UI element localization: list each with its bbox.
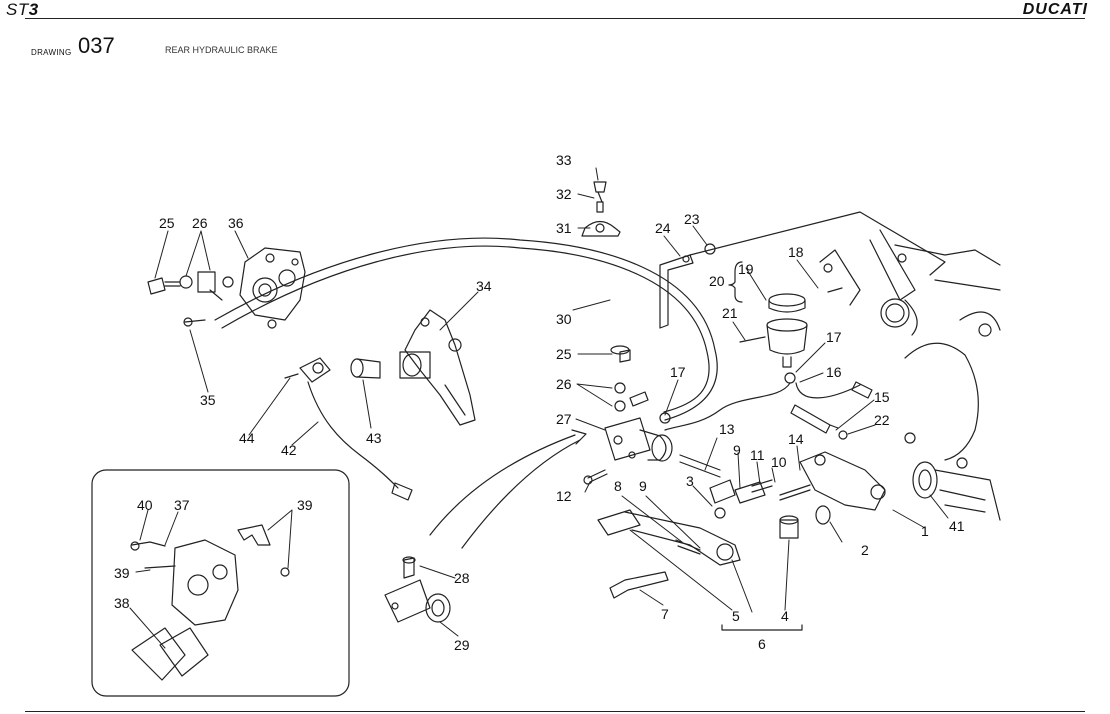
- pivot-bolt-7: [609, 571, 669, 599]
- hose-clamp-31: [581, 181, 621, 237]
- hose-bracket-24: [659, 243, 716, 329]
- caliper-bracket-34: [399, 309, 476, 426]
- callout-35: 35: [200, 392, 216, 408]
- callout-29: 29: [454, 637, 470, 653]
- callout-27: 27: [556, 411, 572, 427]
- frame-outline: [689, 211, 1001, 521]
- drawing-label: DRAWING: [31, 48, 72, 57]
- callout-24: 24: [655, 220, 671, 236]
- callout-26-left: 26: [192, 215, 208, 231]
- callout-1: 1: [921, 523, 929, 539]
- fluid-reservoir: [739, 287, 843, 384]
- callout-10: 10: [771, 454, 787, 470]
- callout-labels: 33 32 31 24 23 18 20 19 21 17 16 15 22 2…: [114, 152, 965, 653]
- model-name: ST3: [6, 0, 39, 19]
- callout-43: 43: [366, 430, 382, 446]
- drawing-number: 037: [78, 33, 115, 58]
- callout-9-top: 9: [733, 442, 741, 458]
- callout-26-mid: 26: [556, 376, 572, 392]
- footrest-bracket: [779, 451, 938, 511]
- callout-33: 33: [556, 152, 572, 168]
- push-rod-13: [679, 454, 721, 478]
- speed-sensor: [284, 357, 413, 501]
- reservoir-hose-16: [664, 382, 861, 431]
- callout-39-right: 39: [297, 497, 313, 513]
- rear-caliper: [147, 247, 306, 329]
- callout-6: 6: [758, 636, 766, 652]
- callout-30: 30: [556, 311, 572, 327]
- callout-12: 12: [556, 488, 572, 504]
- callout-25-left: 25: [159, 215, 175, 231]
- brake-hose-30: [214, 237, 718, 421]
- callout-bubble-arrow: [429, 429, 587, 549]
- callout-8: 8: [614, 478, 622, 494]
- brake-pedal: [597, 509, 741, 566]
- callout-9-bottom: 9: [639, 478, 647, 494]
- callout-20: 20: [709, 273, 725, 289]
- callout-22: 22: [874, 412, 890, 428]
- group-brace-20: [728, 261, 743, 303]
- callout-36: 36: [228, 215, 244, 231]
- callout-5: 5: [732, 608, 740, 624]
- drawing-title: REAR HYDRAULIC BRAKE: [165, 45, 278, 55]
- callout-28: 28: [454, 570, 470, 586]
- bolt-12: [583, 469, 608, 485]
- group-bracket-6: [721, 624, 803, 631]
- callout-11: 11: [750, 447, 765, 463]
- brand-logo: DUCATI: [1022, 1, 1088, 18]
- inset-panel: [91, 469, 350, 697]
- callout-2: 2: [861, 542, 869, 558]
- callout-25-mid: 25: [556, 346, 572, 362]
- callout-7: 7: [661, 606, 669, 622]
- callout-18: 18: [788, 244, 804, 260]
- spacer-43: [350, 358, 381, 379]
- callout-17-mid: 17: [670, 364, 686, 380]
- callout-38: 38: [114, 595, 130, 611]
- callout-15: 15: [874, 389, 890, 405]
- brake-light-switch: [790, 381, 873, 440]
- bushings: [779, 505, 831, 539]
- callout-34: 34: [476, 278, 492, 294]
- callout-13: 13: [719, 421, 735, 437]
- leader-lines: [129, 167, 949, 649]
- header-divider: [25, 18, 1085, 19]
- callout-39-left: 39: [114, 565, 130, 581]
- master-cylinder: [604, 345, 673, 462]
- callout-32: 32: [556, 186, 572, 202]
- callout-41: 41: [949, 518, 965, 534]
- callout-21: 21: [722, 305, 738, 321]
- callout-14: 14: [788, 431, 804, 447]
- callout-19: 19: [738, 261, 754, 277]
- callout-16: 16: [826, 364, 842, 380]
- callout-31: 31: [556, 220, 572, 236]
- callout-37: 37: [174, 497, 190, 513]
- callout-40: 40: [137, 497, 153, 513]
- callout-44: 44: [239, 430, 255, 446]
- callout-3: 3: [686, 473, 694, 489]
- master-cylinder-detail: [384, 556, 451, 623]
- callout-23: 23: [684, 211, 700, 227]
- clevis-linkage: [709, 479, 773, 519]
- callout-17-top: 17: [826, 329, 842, 345]
- footer-divider: [25, 711, 1085, 712]
- callout-4: 4: [781, 608, 789, 624]
- callout-42: 42: [281, 442, 297, 458]
